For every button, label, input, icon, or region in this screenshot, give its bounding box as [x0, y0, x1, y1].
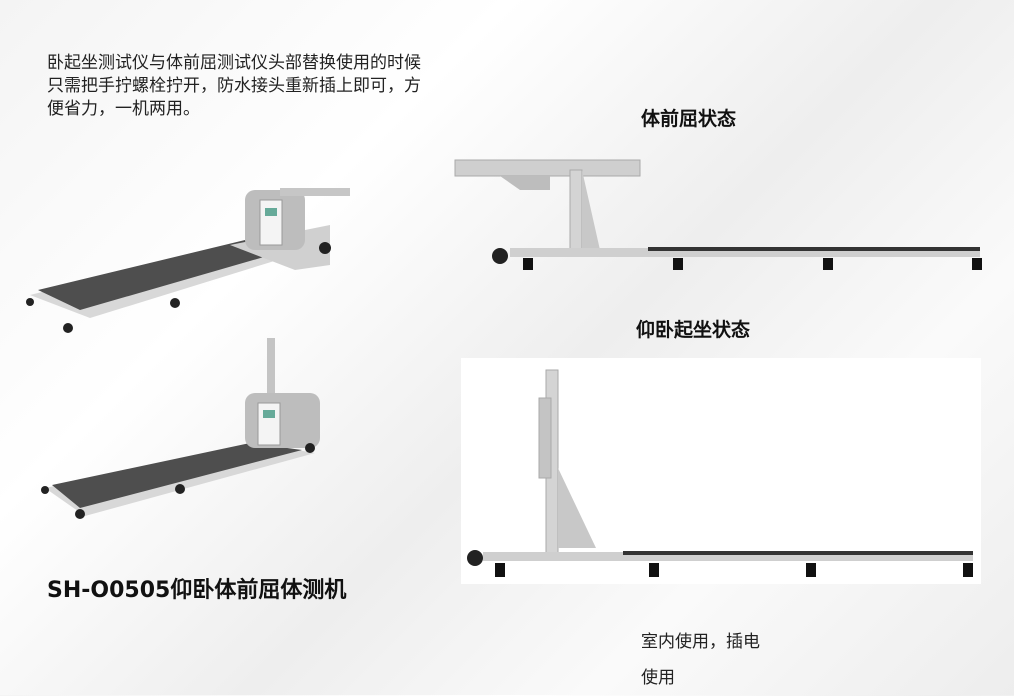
usage-note: 室内使用，插电 使用 [641, 624, 760, 696]
product-image-sit-reach [26, 188, 350, 333]
product-image-sit-up [41, 338, 320, 519]
usage-note-line: 室内使用，插电 [641, 632, 760, 652]
model-title: SH-O0505仰卧体前屈体测机 [47, 578, 347, 603]
state-label-sit-reach: 体前屈状态 [641, 108, 737, 130]
side-view-sit-up [467, 369, 973, 577]
usage-note-line: 使用 [641, 668, 675, 688]
product-description: 卧起坐测试仪与体前屈测试仪头部替换使用的时候只需把手拧螺栓拧开，防水接头重新插上… [47, 53, 421, 119]
side-view-sit-reach [454, 159, 982, 270]
state-label-sit-up: 仰卧起坐状态 [636, 319, 751, 341]
